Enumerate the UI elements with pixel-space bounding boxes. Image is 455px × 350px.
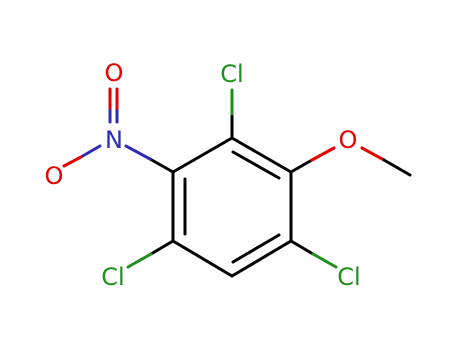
bond-c6-c1 — [171, 136, 234, 174]
bond-c3-cl-black — [289, 239, 315, 256]
bond-n-o-left-blue — [79, 144, 102, 159]
bond-c5-cl-green — [126, 252, 153, 269]
atom-n-nitro: N — [105, 126, 123, 154]
atom-cl-top: Cl — [220, 60, 243, 88]
bond-c3-c4 — [230, 239, 293, 278]
atom-o-nitro-left: O — [45, 162, 64, 190]
bond-c1-c2-inner — [231, 150, 281, 180]
ring-bonds — [171, 136, 293, 278]
atom-o-methoxy: O — [339, 126, 358, 154]
bond-c2-o-red — [310, 146, 336, 162]
bond-o-ch3-black — [382, 158, 412, 177]
bond-c3-c4-inner — [231, 233, 281, 264]
bond-c6-n-blue — [124, 144, 152, 161]
bond-c2-o-black — [289, 158, 314, 174]
atom-o-nitro-top: O — [105, 59, 124, 87]
bond-n-o-left-red — [62, 155, 83, 168]
atom-cl-bottom-left: Cl — [101, 263, 124, 291]
bond-c6-n-black — [148, 157, 175, 174]
bond-c4-c5 — [171, 239, 234, 278]
bond-c1-c2 — [230, 136, 293, 174]
substituent-bonds — [62, 87, 412, 269]
bond-c3-cl-green — [311, 252, 338, 269]
bond-o-ch3-red — [360, 146, 386, 162]
atom-cl-bottom-right: Cl — [337, 263, 360, 291]
bond-c5-cl-black — [149, 239, 175, 256]
